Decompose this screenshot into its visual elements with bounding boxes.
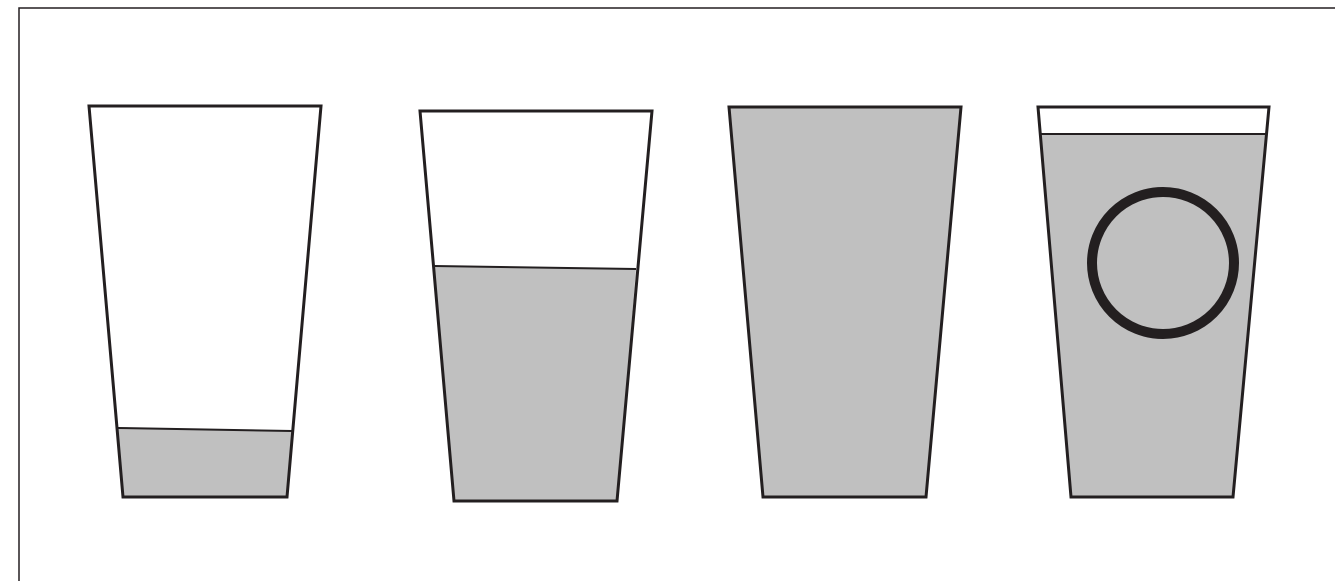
glass-2-liquid [434, 266, 636, 501]
glass-3 [729, 107, 961, 497]
glass-2 [420, 111, 652, 501]
glass-4 [1038, 107, 1269, 497]
glass-1 [89, 106, 321, 497]
glass-1-liquid [118, 428, 292, 497]
glass-3-liquid [729, 107, 961, 497]
